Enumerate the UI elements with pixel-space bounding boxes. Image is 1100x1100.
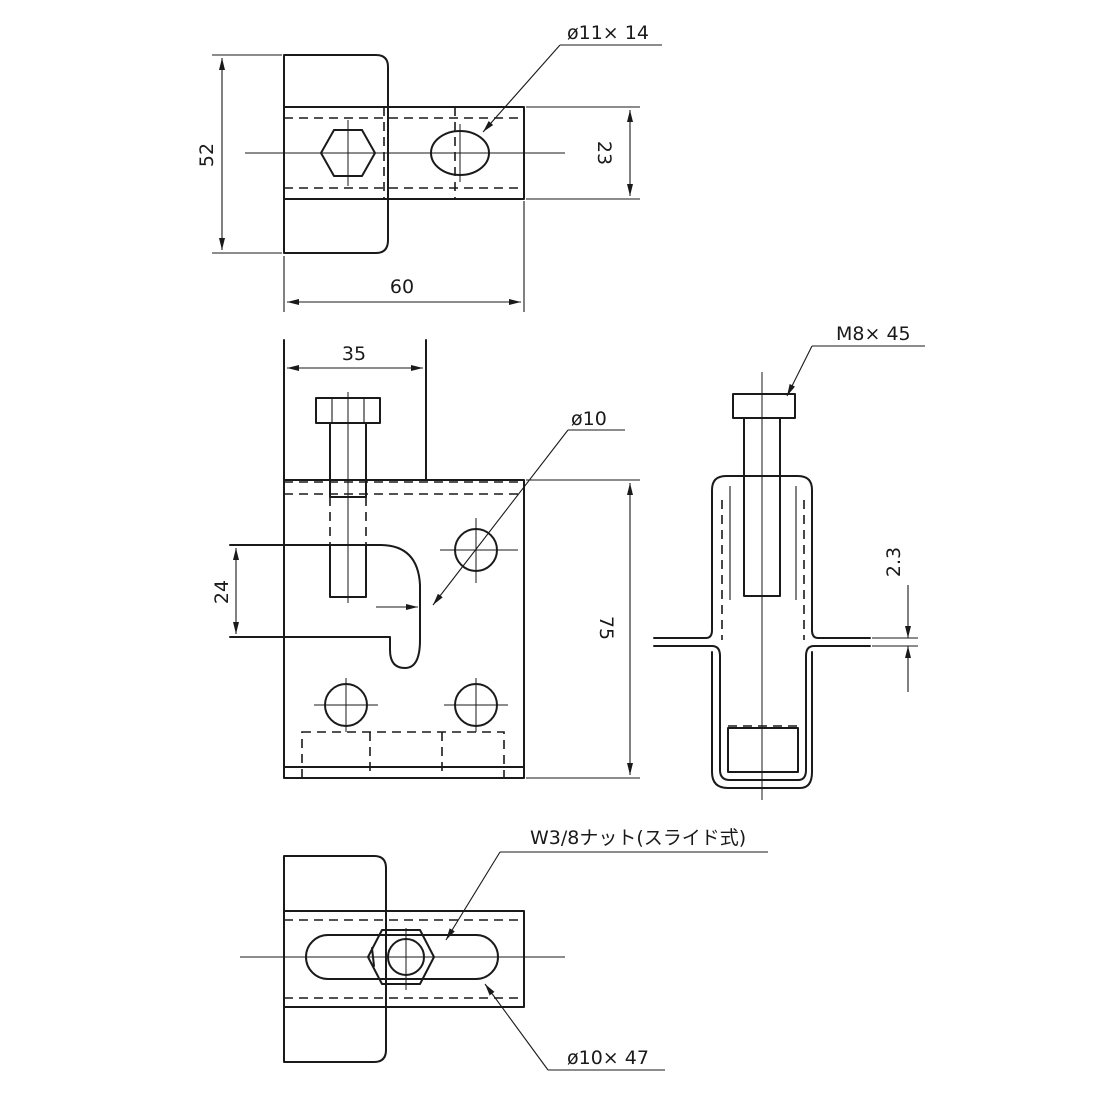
hole-top-leader bbox=[482, 44, 561, 133]
dim-60-label: 60 bbox=[390, 276, 414, 298]
side-view-bracket-outer bbox=[653, 475, 871, 639]
hole-top-label: ø11× 14 bbox=[567, 22, 649, 44]
top-view: 52 23 60 ø11× 14 bbox=[196, 22, 662, 312]
side-view-bolt-head bbox=[732, 393, 796, 419]
front-view-hidden-nut bbox=[301, 731, 505, 779]
dim-24-label: 24 bbox=[211, 580, 233, 604]
dim-thickness-label: 2.3 bbox=[883, 547, 905, 577]
dim-52-label: 52 bbox=[196, 143, 218, 167]
bottom-view: W3/8ナット(スライド式) ø10× 47 bbox=[240, 827, 768, 1071]
dim-23-label: 23 bbox=[593, 141, 615, 165]
bolt-spec-leader bbox=[786, 345, 813, 397]
front-view-hook-cutout bbox=[229, 544, 421, 669]
hole-front-label: ø10 bbox=[571, 408, 607, 430]
slot-bottom-label: ø10× 47 bbox=[567, 1047, 649, 1069]
dim-35-label: 35 bbox=[342, 343, 366, 365]
dim-75-label: 75 bbox=[595, 616, 617, 640]
slot-bottom-leader bbox=[484, 983, 549, 1071]
bottom-view-back-plate bbox=[283, 855, 387, 1063]
hole-front-leader bbox=[432, 429, 569, 606]
bottom-view-channel bbox=[283, 910, 525, 1008]
front-view-body bbox=[283, 479, 525, 779]
nut-spec-leader bbox=[445, 851, 501, 941]
side-view-channel-bottom bbox=[711, 651, 813, 789]
top-view-back-plate bbox=[283, 54, 389, 254]
front-view: 35 24 75 ø10 bbox=[211, 339, 640, 779]
bolt-spec-label: M8× 45 bbox=[836, 323, 911, 345]
side-view-bracket-inner bbox=[653, 645, 871, 781]
side-view: M8× 45 2.3 bbox=[653, 323, 925, 800]
side-view-nut bbox=[727, 727, 799, 773]
nut-spec-label: W3/8ナット(スライド式) bbox=[530, 827, 746, 849]
